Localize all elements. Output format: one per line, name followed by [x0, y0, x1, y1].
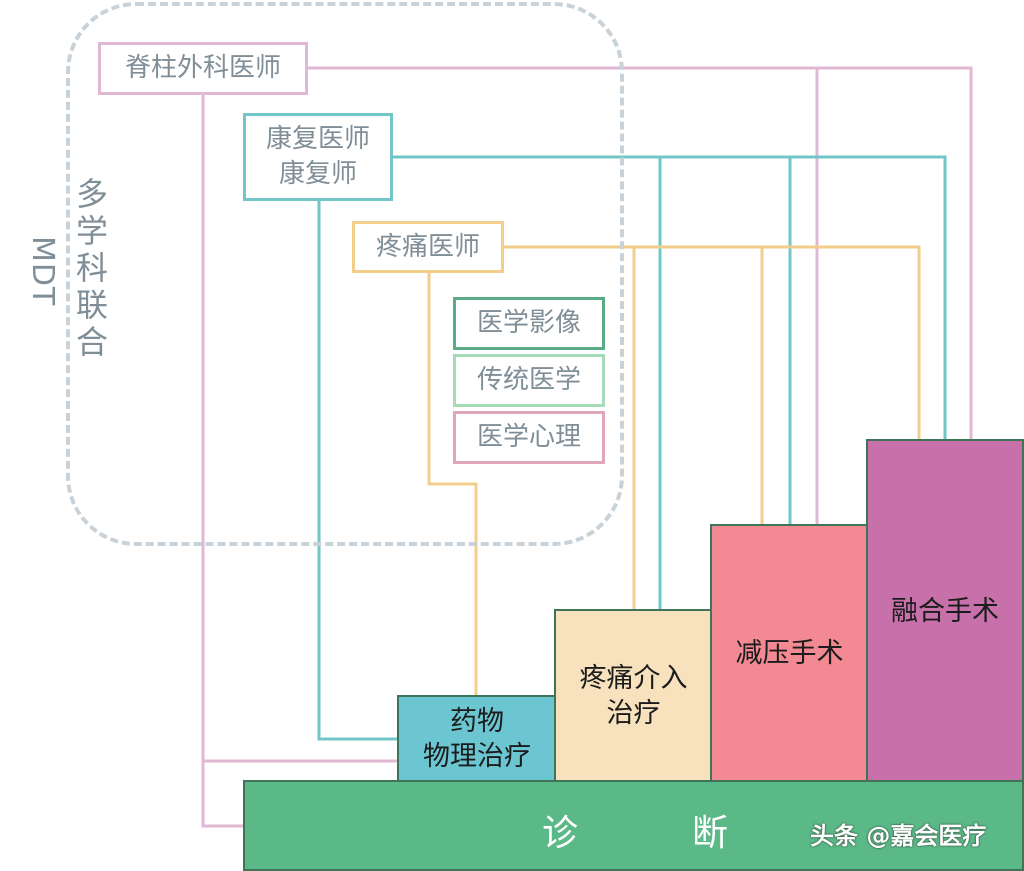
- diagnosis-base-block: [243, 780, 1024, 871]
- role-traditional-medicine-label: 传统医学: [476, 365, 581, 395]
- treatment-fusion-surgery: 融合手术: [866, 439, 1024, 783]
- treatment-pain-label-line2: 治疗: [606, 698, 661, 729]
- mdt-group-frame: [66, 2, 624, 546]
- watermark: 头条 @嘉会医疗: [810, 822, 987, 850]
- treatment-pain-label-line1: 疼痛介入: [579, 663, 688, 694]
- role-medical-psychology: 医学心理: [453, 411, 605, 464]
- role-traditional-medicine: 传统医学: [453, 354, 605, 407]
- treatment-fusion-label: 融合手术: [891, 595, 999, 627]
- treatment-drug-label-line2: 物理治疗: [423, 741, 531, 772]
- spine-line-to-fusion: [308, 66, 973, 439]
- treatment-drug-label-line1: 药物: [450, 706, 504, 737]
- role-medical-imaging-label: 医学影像: [476, 308, 581, 338]
- mdt-title-char: 联: [75, 286, 108, 324]
- mdt-title: 多 学 科 联 合: [66, 176, 118, 361]
- diagnosis-label-char1: 诊: [541, 813, 578, 854]
- spine-line-to-diagnosis: [201, 95, 243, 828]
- mdt-title-char: 多: [75, 175, 108, 213]
- mdt-title-char: 合: [75, 323, 108, 361]
- role-rehab-label-line2: 康复师: [278, 159, 357, 189]
- role-pain-physician-label: 疼痛医师: [375, 231, 480, 262]
- treatment-decompression-surgery: 减压手术: [710, 524, 869, 783]
- pain-line-to-drug: [427, 273, 478, 695]
- pain-line-to-fusion: [504, 245, 921, 439]
- treatment-drug-physio: 药物 物理治疗: [397, 695, 557, 783]
- mdt-title-char: 科: [75, 249, 108, 287]
- diagnosis-label-char2: 断: [691, 813, 728, 854]
- role-rehabilitation: 康复医师 康复师: [243, 113, 393, 201]
- treatment-decompression-label: 减压手术: [735, 638, 844, 669]
- mdt-abbr-label: MDT: [25, 236, 60, 307]
- rehab-line-to-fusion: [393, 155, 947, 439]
- role-spine-surgeon: 脊柱外科医师: [98, 42, 308, 95]
- role-pain-physician: 疼痛医师: [352, 221, 504, 273]
- role-medical-psychology-label: 医学心理: [476, 422, 581, 452]
- role-rehab-label-line1: 康复医师: [265, 124, 370, 154]
- treatment-pain-intervention: 疼痛介入 治疗: [554, 609, 713, 783]
- role-medical-imaging: 医学影像: [453, 297, 605, 350]
- rehab-line-to-drug: [317, 201, 397, 741]
- mdt-title-char: 学: [75, 212, 108, 250]
- role-spine-surgeon-label: 脊柱外科医师: [124, 53, 281, 83]
